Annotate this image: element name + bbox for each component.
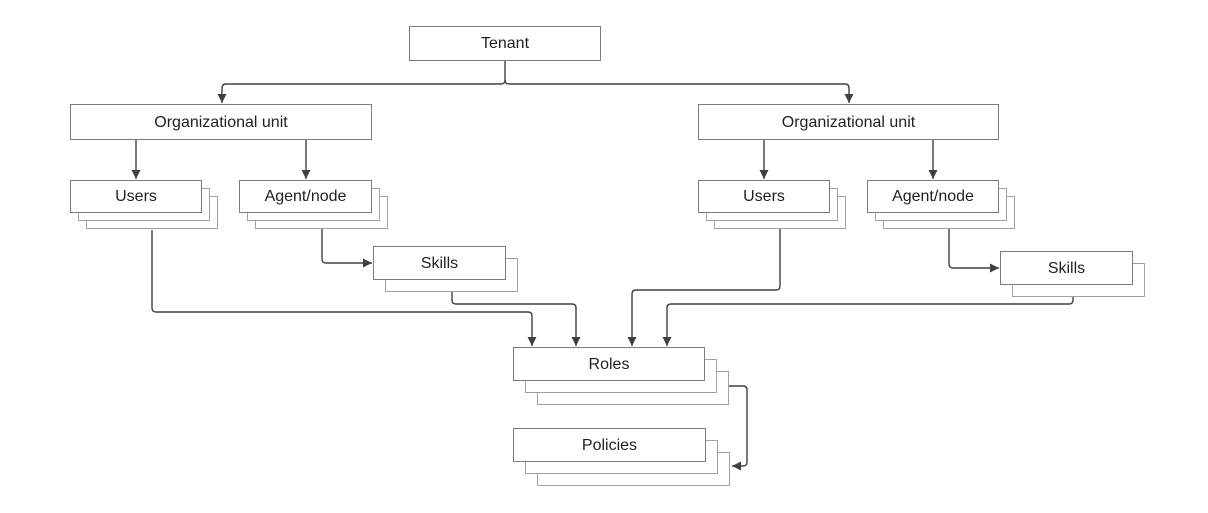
node-agent-node-left-box: Agent/node [239, 180, 372, 213]
node-skills-right-label: Skills [1047, 259, 1086, 277]
edge-tenant-to-org-left [217, 61, 506, 103]
node-skills-right-box: Skills [1000, 251, 1133, 285]
node-agent-node-left: Agent/node [239, 180, 388, 229]
edge-skills-right-to-roles [662, 297, 1074, 346]
node-roles-label: Roles [588, 355, 630, 373]
edge-users-right-to-roles [627, 229, 781, 346]
node-skills-left-label: Skills [420, 254, 459, 272]
edge-tenant-to-org-right [504, 79, 854, 103]
node-roles: Roles [513, 347, 729, 405]
node-users-left-box: Users [70, 180, 202, 213]
node-org-unit-left-box: Organizational unit [70, 104, 372, 140]
node-agent-node-right-label: Agent/node [892, 188, 974, 205]
node-users-right-label: Users [743, 188, 785, 205]
edge-agent-left-to-skills-left [321, 229, 372, 268]
node-skills-left-box: Skills [373, 246, 506, 280]
node-tenant-label: Tenant [480, 35, 530, 52]
node-agent-node-right: Agent/node [867, 180, 1015, 229]
node-users-right: Users [698, 180, 846, 229]
node-users-right-box: Users [698, 180, 830, 213]
node-skills-right: Skills [1000, 251, 1145, 297]
edge-agent-right-to-skills-right [948, 229, 999, 273]
node-roles-box: Roles [513, 347, 705, 381]
node-skills-left: Skills [373, 246, 518, 292]
node-tenant-box: Tenant [409, 26, 601, 61]
node-policies-box: Policies [513, 428, 706, 462]
node-tenant: Tenant [409, 26, 601, 61]
node-agent-node-right-box: Agent/node [867, 180, 999, 213]
node-org-unit-left: Organizational unit [70, 104, 372, 140]
node-policies: Policies [513, 428, 730, 486]
edge-users-left-to-roles [151, 230, 537, 346]
edge-roles-to-policies [729, 385, 748, 471]
node-org-unit-right-box: Organizational unit [698, 104, 999, 140]
edge-skills-left-to-roles [451, 292, 581, 346]
node-policies-label: Policies [581, 436, 638, 454]
node-org-unit-right-label: Organizational unit [781, 113, 916, 131]
node-users-left-label: Users [115, 188, 157, 205]
node-org-unit-left-label: Organizational unit [154, 113, 288, 131]
node-agent-node-left-label: Agent/node [264, 188, 347, 205]
node-users-left: Users [70, 180, 218, 229]
node-org-unit-right: Organizational unit [698, 104, 999, 140]
